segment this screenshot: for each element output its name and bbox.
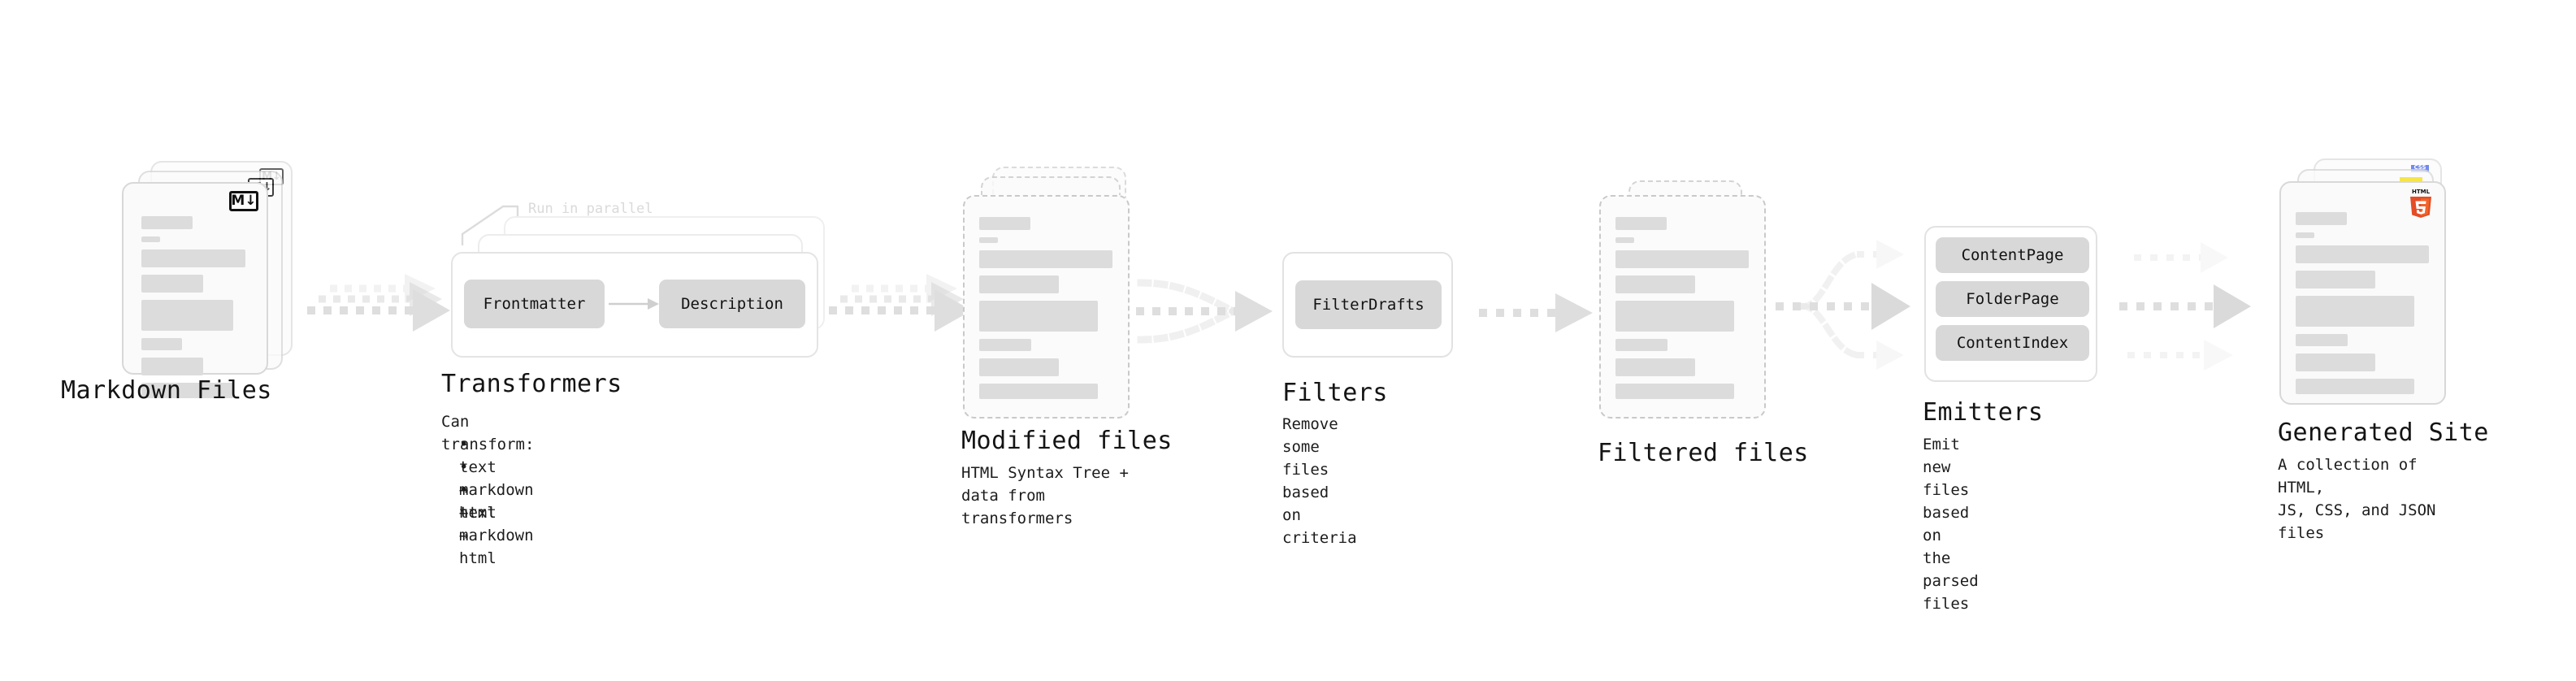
modified-files-subtitle: HTML Syntax Tree + data from transformer…: [961, 464, 1129, 527]
modified-file-stack: [963, 167, 1138, 419]
markdown-icon: M↓: [229, 191, 258, 211]
stage-title-markdown-files: Markdown Files: [61, 376, 272, 405]
filtered-file-stack: [1599, 180, 1774, 424]
stage-title-modified-files: Modified files: [961, 427, 1173, 455]
markdown-file-content: [141, 216, 252, 406]
filters-box: FilterDrafts: [1282, 252, 1453, 358]
stage-title-emitters: Emitters: [1923, 398, 2044, 427]
markdown-file-front: M↓: [122, 182, 268, 398]
filtered-file-front: [1599, 195, 1766, 419]
run-in-parallel-bracket: [461, 205, 519, 245]
transformers-bullet-1: • markdown → markdown: [459, 458, 534, 544]
markdown-icon-letter: M: [231, 193, 245, 209]
transformer-chip-frontmatter[interactable]: Frontmatter: [464, 280, 605, 328]
transformers-bullet-2: • html → html: [459, 481, 497, 567]
markdown-icon-arrow: ↓: [245, 193, 257, 209]
emitters-chip-folderpage[interactable]: FolderPage: [1936, 281, 2089, 317]
modified-file-content: [979, 217, 1113, 406]
transformers-subtitle: Can transform:: [441, 413, 535, 453]
transformer-inner-arrow: [609, 298, 659, 310]
emitters-chip-contentindex[interactable]: ContentIndex: [1936, 325, 2089, 361]
emitters-box: ContentPage FolderPage ContentIndex: [1924, 226, 2097, 382]
markdown-file-stack: M↓ M↓ M↓: [122, 161, 297, 413]
stage-title-filters: Filters: [1282, 379, 1388, 407]
html5-icon-wordmark: HTML: [2412, 189, 2431, 195]
transformer-chip-description[interactable]: Description: [659, 280, 805, 328]
stage-generated-site: CSS HTML: [2278, 158, 2488, 542]
generated-site-stack: CSS HTML: [2279, 158, 2454, 410]
generated-file-content: [2296, 212, 2430, 401]
stage-title-generated-site: Generated Site: [2278, 419, 2489, 447]
filtered-file-content: [1615, 217, 1750, 406]
generated-site-subtitle: A collection of HTML, JS, CSS, and JSON …: [2278, 456, 2436, 542]
stage-title-filtered-files: Filtered files: [1598, 439, 1809, 467]
generated-file-front-html: HTML: [2279, 181, 2446, 405]
stage-markdown-files: M↓ M↓ M↓: [61, 161, 297, 413]
transformer-box-front: Frontmatter Description: [451, 252, 818, 358]
emitters-subtitle: Emit new files based on the parsed files: [1923, 436, 1979, 613]
stage-filtered-files: Filtered files: [1598, 180, 1808, 467]
stage-title-transformers: Transformers: [441, 370, 622, 398]
css-icon: CSS: [2411, 165, 2429, 172]
emitters-chip-contentpage[interactable]: ContentPage: [1936, 237, 2089, 273]
transformers-bullet-0: • text → text: [459, 436, 497, 522]
modified-file-front: [963, 195, 1130, 419]
filters-chip-filterdrafts[interactable]: FilterDrafts: [1295, 280, 1442, 329]
filters-subtitle: Remove some files based on criteria: [1282, 415, 1357, 547]
html5-icon: HTML: [2410, 189, 2431, 218]
stage-modified-files: Modified files HTML Syntax Tree + data f…: [961, 167, 1172, 527]
run-in-parallel-label: Run in parallel: [528, 201, 653, 217]
